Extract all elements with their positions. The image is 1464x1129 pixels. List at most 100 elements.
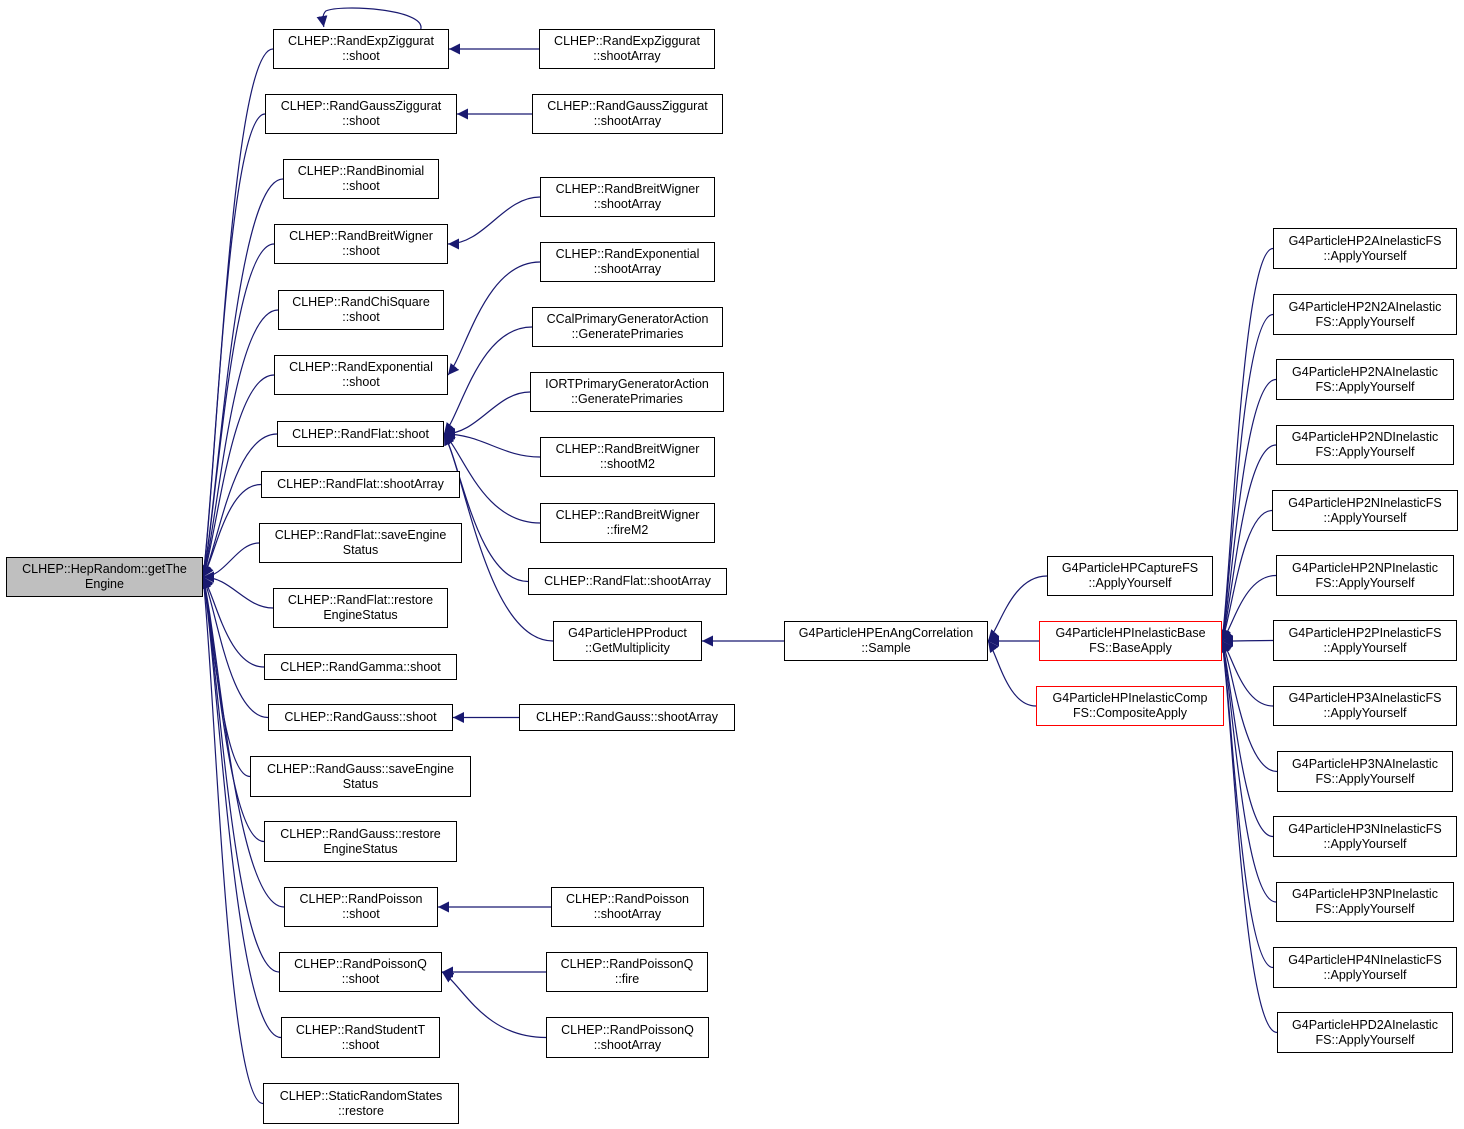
- node-r-2p[interactable]: G4ParticleHP2PInelasticFS::ApplyYourself: [1273, 620, 1457, 661]
- node-label-line: IORTPrimaryGeneratorAction: [545, 377, 709, 391]
- node-iort[interactable]: IORTPrimaryGeneratorAction::GeneratePrim…: [530, 372, 724, 412]
- node-label-line: ::shoot: [341, 1037, 380, 1052]
- node-label-line: CLHEP::RandGauss::shoot: [284, 710, 437, 724]
- edge-chisq-to-root: [200, 309, 279, 578]
- node-label-line: ::ApplyYourself: [1323, 248, 1407, 263]
- node-label-line: FS::CompositeApply: [1073, 706, 1187, 720]
- node-hpproduct[interactable]: G4ParticleHPProduct::GetMultiplicity: [553, 621, 702, 661]
- node-r-3a[interactable]: G4ParticleHP3AInelasticFS::ApplyYourself: [1273, 686, 1457, 726]
- edge-r-2n-to-inelbase: [1220, 509, 1273, 642]
- edge-r-d2a-to-inelbase: [1218, 640, 1278, 1034]
- node-label-line: FS::BaseApply: [1089, 641, 1172, 655]
- node-ccal[interactable]: CCalPrimaryGeneratorAction::GeneratePrim…: [532, 307, 723, 347]
- node-capture[interactable]: G4ParticleHPCaptureFS::ApplyYourself: [1047, 556, 1213, 596]
- edge-iort-to-flat-shoot: [443, 391, 531, 440]
- node-label-line: ::GeneratePrimaries: [571, 392, 683, 406]
- node-label-line: ::GetMultiplicity: [585, 641, 670, 655]
- node-label-line: ::shoot: [342, 244, 380, 258]
- node-label-line: CLHEP::RandStudentT: [295, 1022, 426, 1037]
- node-poisq-shoot[interactable]: CLHEP::RandPoissonQ::shoot: [279, 952, 442, 992]
- node-bw-fire[interactable]: CLHEP::RandBreitWigner::fireM2: [540, 503, 715, 543]
- node-label-line: FS::ApplyYourself: [1315, 379, 1415, 394]
- edge-r-3np-to-inelbase: [1218, 640, 1277, 903]
- node-label-line: G4ParticleHP3AInelasticFS: [1288, 691, 1442, 705]
- edge-gauss-shoot-to-root: [202, 576, 269, 719]
- node-gausszig-shoot[interactable]: CLHEP::RandGaussZiggurat::shoot: [265, 94, 457, 134]
- node-label-line: ::fire: [614, 972, 640, 986]
- node-flat-arr2[interactable]: CLHEP::RandFlat::shootArray: [528, 568, 727, 595]
- node-label-line: ::shootArray: [593, 49, 661, 63]
- node-label-line: G4ParticleHP2NPInelastic: [1292, 560, 1438, 575]
- edge-flat-shoot-to-root: [202, 433, 278, 578]
- node-bw-arr[interactable]: CLHEP::RandBreitWigner::shootArray: [540, 177, 715, 217]
- node-label-line: G4ParticleHPD2AInelastic: [1292, 1017, 1438, 1032]
- node-label-line: CLHEP::RandExpZiggurat: [288, 34, 434, 48]
- node-label-line: ::ApplyYourself: [1323, 640, 1407, 655]
- node-label-line: ::shootArray: [593, 1037, 662, 1052]
- node-flat-arr[interactable]: CLHEP::RandFlat::shootArray: [261, 471, 460, 498]
- node-label-line: FS::ApplyYourself: [1315, 771, 1415, 786]
- edge-r-2nd-to-inelbase: [1219, 444, 1277, 642]
- node-label-line: ::Sample: [861, 641, 911, 655]
- node-label-line: CLHEP::RandFlat::saveEngine: [274, 528, 447, 542]
- node-pois-arr[interactable]: CLHEP::RandPoisson::shootArray: [551, 887, 704, 927]
- edge-r-3na-to-inelbase: [1221, 640, 1278, 773]
- node-bw-shoot[interactable]: CLHEP::RandBreitWigner::shoot: [274, 224, 448, 264]
- edge-r-2n2a-to-inelbase: [1218, 313, 1274, 642]
- node-static-restore[interactable]: CLHEP::StaticRandomStates::restore: [263, 1083, 459, 1124]
- node-r-4n[interactable]: G4ParticleHP4NInelasticFS::ApplyYourself: [1273, 947, 1457, 988]
- node-poisq-arr[interactable]: CLHEP::RandPoissonQ::shootArray: [546, 1017, 709, 1058]
- node-label-line: ::restore: [338, 1103, 384, 1118]
- node-r-3n[interactable]: G4ParticleHP3NInelasticFS::ApplyYourself: [1273, 816, 1457, 857]
- node-poisq-fire[interactable]: CLHEP::RandPoissonQ::fire: [546, 952, 708, 992]
- node-gamma[interactable]: CLHEP::RandGamma::shoot: [264, 654, 457, 680]
- node-label-line: Status: [342, 776, 379, 791]
- node-r-2a[interactable]: G4ParticleHP2AInelasticFS::ApplyYourself: [1273, 228, 1457, 269]
- node-chisq[interactable]: CLHEP::RandChiSquare::shoot: [278, 290, 444, 330]
- node-exp-arr[interactable]: CLHEP::RandExponential::shootArray: [540, 242, 715, 282]
- edge-bw-shoot-to-root: [199, 243, 275, 578]
- node-gauss-arr[interactable]: CLHEP::RandGauss::shootArray: [519, 704, 735, 731]
- node-expzig-arr[interactable]: CLHEP::RandExpZiggurat::shootArray: [539, 29, 715, 69]
- node-label-line: G4ParticleHP2AInelasticFS: [1288, 233, 1442, 248]
- edge-r-3n-to-inelbase: [1219, 640, 1274, 838]
- node-r-2n[interactable]: G4ParticleHP2NInelasticFS::ApplyYourself: [1272, 490, 1458, 531]
- node-label-line: CLHEP::RandFlat::shootArray: [544, 574, 711, 588]
- edge-flat-save-to-root: [202, 542, 260, 583]
- node-exp-shoot[interactable]: CLHEP::RandExponential::shoot: [274, 355, 448, 395]
- node-gauss-shoot[interactable]: CLHEP::RandGauss::shoot: [268, 704, 453, 731]
- node-label-line: FS::ApplyYourself: [1315, 445, 1415, 459]
- node-expzig-shoot[interactable]: CLHEP::RandExpZiggurat::shoot: [273, 29, 449, 69]
- node-gausszig-arr[interactable]: CLHEP::RandGaussZiggurat::shootArray: [532, 94, 723, 134]
- node-bw-m2[interactable]: CLHEP::RandBreitWigner::shootM2: [540, 437, 715, 477]
- node-binomial[interactable]: CLHEP::RandBinomial::shoot: [283, 159, 439, 199]
- node-label-line: CLHEP::RandGaussZiggurat: [547, 99, 708, 113]
- node-pois-shoot[interactable]: CLHEP::RandPoisson::shoot: [284, 887, 438, 927]
- node-flat-shoot[interactable]: CLHEP::RandFlat::shoot: [277, 421, 444, 447]
- node-label-line: ::shoot: [342, 49, 380, 63]
- node-label-line: ::ApplyYourself: [1323, 706, 1407, 720]
- node-enang[interactable]: G4ParticleHPEnAngCorrelation::Sample: [784, 621, 988, 661]
- edge-hpproduct-to-flat-shoot: [443, 433, 554, 642]
- node-label-line: G4ParticleHP3NAInelastic: [1292, 756, 1438, 771]
- node-label-line: CLHEP::StaticRandomStates: [279, 1088, 443, 1103]
- node-label-line: CLHEP::RandBreitWigner: [555, 182, 700, 196]
- node-label-line: ::ApplyYourself: [1088, 576, 1172, 590]
- node-student[interactable]: CLHEP::RandStudentT::shoot: [281, 1017, 440, 1058]
- node-label-line: CLHEP::RandGaussZiggurat: [280, 99, 442, 113]
